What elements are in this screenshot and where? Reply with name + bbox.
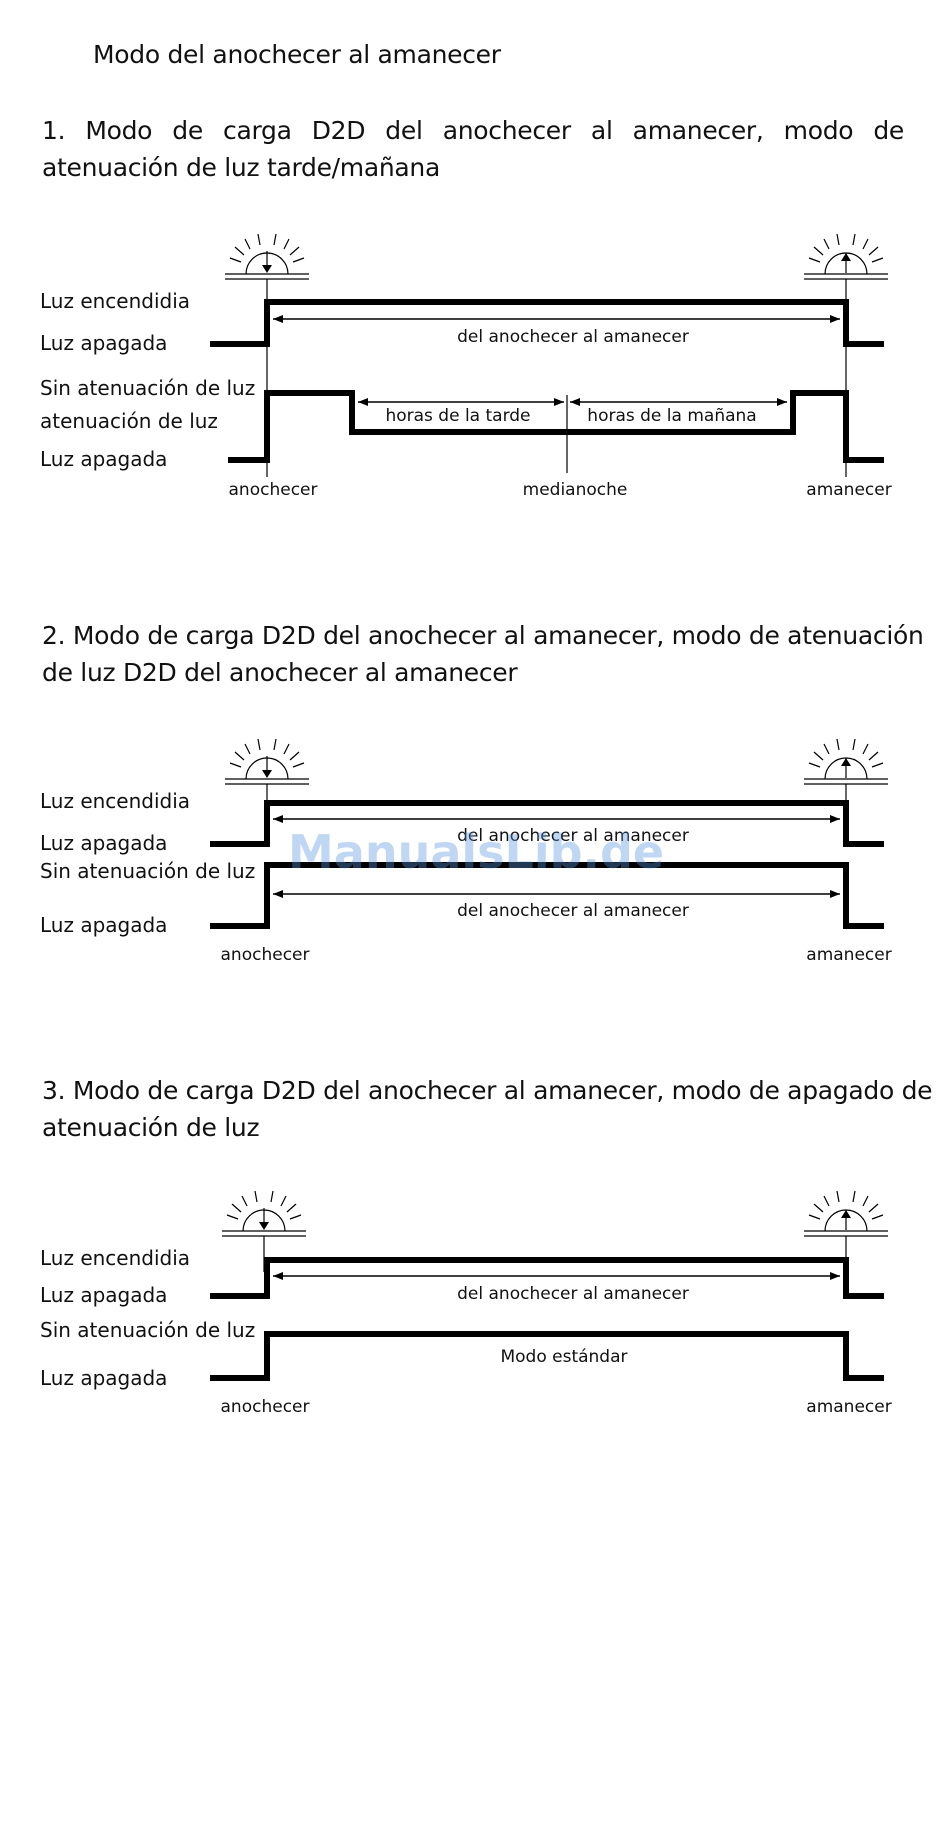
- label-sin-atenuacion: Sin atenuación de luz: [40, 859, 255, 883]
- watermark: ManualsLib.de: [288, 825, 665, 879]
- evening-arrow: [358, 398, 564, 406]
- label-luz-encendidia: Luz encendidia: [40, 789, 190, 813]
- page-title: Modo del anochecer al amanecer: [93, 40, 501, 69]
- marker-dusk: anochecer: [221, 945, 310, 965]
- section-2-title: 2. Modo de carga D2D del anochecer al am…: [42, 621, 924, 687]
- span-label-bottom: del anochecer al amanecer: [457, 901, 689, 921]
- span-label-top: del anochecer al amanecer: [457, 826, 689, 846]
- marker-dusk: anochecer: [229, 480, 318, 500]
- marker-dawn: amanecer: [806, 1397, 891, 1417]
- span-arrow-top: [273, 815, 840, 823]
- section-1-title: 1. Modo de carga D2D del anochecer al am…: [42, 116, 904, 182]
- section-1-diagram: Luz encendidia Luz apagada Sin atenuació…: [40, 233, 892, 500]
- signal-on-off-waveform: [210, 1257, 884, 1299]
- label-luz-apagada-1: Luz apagada: [40, 1283, 167, 1307]
- morning-label: horas de la mañana: [587, 406, 756, 426]
- label-luz-apagada-2: Luz apagada: [40, 1366, 167, 1390]
- label-luz-encendidia: Luz encendidia: [40, 1246, 190, 1270]
- label-atenuacion: atenuación de luz: [40, 409, 218, 433]
- signal-on-off-waveform: [210, 299, 884, 347]
- marker-dusk: anochecer: [221, 1397, 310, 1417]
- label-luz-apagada-1: Luz apagada: [40, 831, 167, 855]
- span-arrow-bottom: [273, 890, 840, 898]
- marker-dawn: amanecer: [806, 480, 891, 500]
- marker-midnight: medianoche: [523, 480, 628, 500]
- sunset-icon: [225, 738, 309, 785]
- sunset-icon: [222, 1190, 306, 1237]
- mode-label: Modo estándar: [500, 1347, 627, 1367]
- section-3-title: 3. Modo de carga D2D del anochecer al am…: [42, 1076, 933, 1142]
- span-arrow: [273, 315, 840, 323]
- sunrise-icon: [804, 233, 888, 280]
- signal-dimming-waveform: [228, 390, 884, 463]
- label-luz-encendidia: Luz encendidia: [40, 289, 190, 313]
- section-3-diagram: Luz encendidia Luz apagada Sin atenuació…: [40, 1190, 892, 1417]
- label-sin-atenuacion: Sin atenuación de luz: [40, 1318, 255, 1342]
- sunset-icon: [225, 233, 309, 280]
- span-label: del anochecer al amanecer: [457, 1284, 689, 1304]
- morning-arrow: [570, 398, 787, 406]
- section-2-diagram: Luz encendidia Luz apagada Sin atenuació…: [40, 738, 892, 965]
- evening-label: horas de la tarde: [385, 406, 530, 426]
- span-arrow: [273, 1272, 840, 1280]
- label-luz-apagada-2: Luz apagada: [40, 913, 167, 937]
- sunrise-icon: [804, 738, 888, 785]
- sunrise-icon: [804, 1190, 888, 1237]
- signal-on-off-waveform: [210, 800, 884, 847]
- label-luz-apagada-2: Luz apagada: [40, 447, 167, 471]
- span-label: del anochecer al amanecer: [457, 327, 689, 347]
- label-luz-apagada-1: Luz apagada: [40, 331, 167, 355]
- signal-standard-waveform: [210, 1331, 884, 1381]
- marker-dawn: amanecer: [806, 945, 891, 965]
- label-sin-atenuacion: Sin atenuación de luz: [40, 376, 255, 400]
- signal-dimming-waveform: [210, 862, 884, 929]
